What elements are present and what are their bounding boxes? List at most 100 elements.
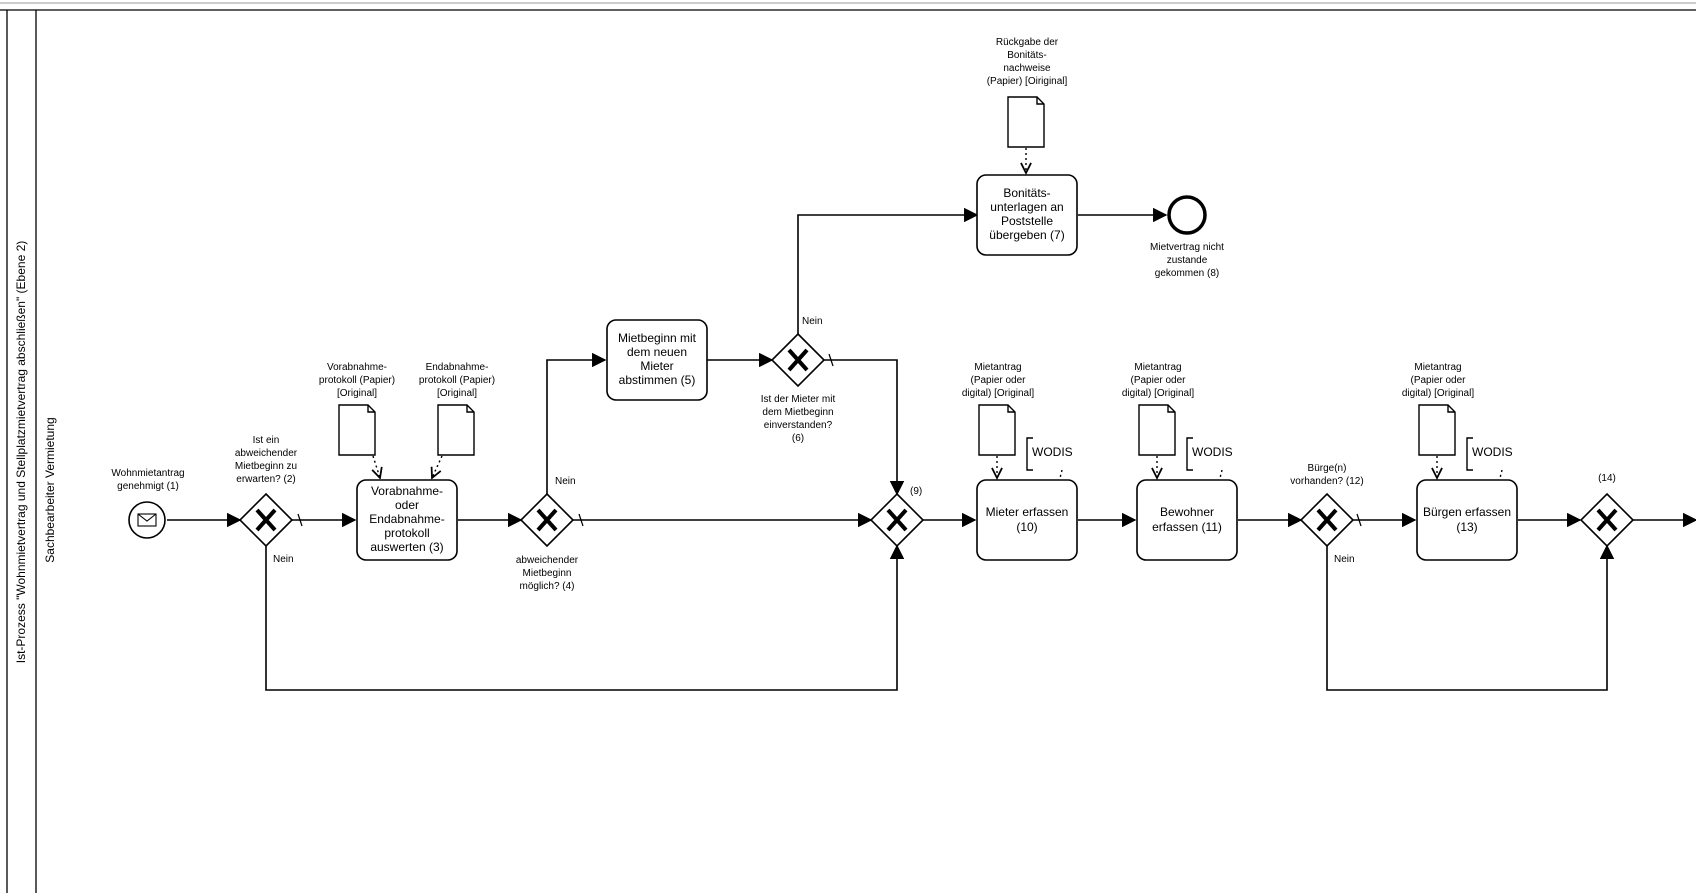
svg-text:Endabnahme-: Endabnahme- bbox=[369, 512, 444, 526]
svg-text:zustande: zustande bbox=[1167, 255, 1208, 266]
svg-text:Wohnmietantrag: Wohnmietantrag bbox=[111, 468, 184, 479]
svg-text:Mieter erfassen: Mieter erfassen bbox=[986, 505, 1069, 519]
svg-text:Ist ein: Ist ein bbox=[253, 435, 280, 446]
sequence-flows bbox=[167, 207, 1696, 691]
svg-text:Bewohner: Bewohner bbox=[1160, 505, 1214, 519]
svg-text:Endabnahme-: Endabnahme- bbox=[426, 362, 489, 373]
exclusive-x-icon bbox=[787, 348, 809, 372]
svg-text:Vorabnahme-: Vorabnahme- bbox=[371, 484, 443, 498]
svg-text:unterlagen an: unterlagen an bbox=[990, 200, 1063, 214]
task-7: Bonitäts- unterlagen an Poststelle überg… bbox=[976, 174, 1078, 256]
gateway-6: Ist der Mieter mit dem Mietbeginn einver… bbox=[761, 316, 836, 444]
svg-text:[Original]: [Original] bbox=[337, 388, 377, 399]
task-11: Bewohner erfassen (11) bbox=[1136, 479, 1238, 561]
exclusive-x-icon bbox=[536, 508, 558, 532]
gateway-12: Bürge(n) vorhanden? (12) Nein bbox=[1290, 463, 1363, 565]
svg-text:Nein: Nein bbox=[802, 316, 823, 327]
svg-text:Mietantrag: Mietantrag bbox=[1414, 362, 1461, 373]
svg-text:Vorabnahme-: Vorabnahme- bbox=[327, 362, 387, 373]
gateway-14: (14) bbox=[1579, 473, 1635, 548]
data-object-bonitaet: Rückgabe der Bonitäts- nachweise (Papier… bbox=[987, 37, 1068, 148]
task-3: Vorabnahme- oder Endabnahme- protokoll a… bbox=[356, 479, 458, 561]
svg-text:Mietbeginn zu: Mietbeginn zu bbox=[235, 461, 297, 472]
svg-text:gekommen (8): gekommen (8) bbox=[1155, 268, 1219, 279]
svg-text:genehmigt (1): genehmigt (1) bbox=[117, 481, 179, 492]
svg-text:Mietbeginn: Mietbeginn bbox=[523, 568, 572, 579]
document-icon bbox=[437, 404, 475, 456]
annotation-wodis-3: WODIS bbox=[1466, 437, 1513, 471]
svg-text:Mietvertrag nicht: Mietvertrag nicht bbox=[1150, 242, 1224, 253]
svg-text:WODIS: WODIS bbox=[1192, 445, 1233, 459]
svg-text:digital) [Original]: digital) [Original] bbox=[962, 388, 1034, 399]
svg-text:vorhanden? (12): vorhanden? (12) bbox=[1290, 476, 1363, 487]
svg-text:Nein: Nein bbox=[1334, 554, 1355, 565]
svg-text:digital) [Original]: digital) [Original] bbox=[1402, 388, 1474, 399]
gateway-2: Ist ein abweichender Mietbeginn zu erwar… bbox=[235, 435, 298, 565]
svg-text:(10): (10) bbox=[1016, 520, 1037, 534]
default-markers bbox=[297, 353, 1362, 527]
svg-text:(Papier) [Oiriginal]: (Papier) [Oiriginal] bbox=[987, 76, 1068, 87]
document-icon bbox=[978, 404, 1016, 456]
svg-text:(14): (14) bbox=[1598, 473, 1616, 484]
svg-text:Nein: Nein bbox=[273, 554, 294, 565]
data-object-mietantrag-1: Mietantrag (Papier oder digital) [Origin… bbox=[962, 362, 1034, 456]
gateway-4: abweichender Mietbeginn möglich? (4) Nei… bbox=[516, 476, 579, 592]
svg-text:abweichender: abweichender bbox=[235, 448, 298, 459]
lane-title: Sachbearbeiter Vermietung bbox=[43, 417, 57, 562]
exclusive-x-icon bbox=[255, 508, 277, 532]
gateway-9: (9) bbox=[869, 486, 925, 548]
svg-text:(Papier oder: (Papier oder bbox=[1130, 375, 1186, 386]
svg-text:Mietantrag: Mietantrag bbox=[1134, 362, 1181, 373]
svg-text:auswerten (3): auswerten (3) bbox=[370, 540, 443, 554]
document-icon bbox=[1007, 96, 1045, 148]
svg-text:übergeben (7): übergeben (7) bbox=[989, 228, 1064, 242]
svg-text:abweichender: abweichender bbox=[516, 555, 579, 566]
document-icon bbox=[1418, 404, 1456, 456]
svg-text:digital) [Original]: digital) [Original] bbox=[1122, 388, 1194, 399]
svg-text:WODIS: WODIS bbox=[1472, 445, 1513, 459]
svg-text:Mietbeginn mit: Mietbeginn mit bbox=[618, 331, 697, 345]
svg-text:Mietantrag: Mietantrag bbox=[974, 362, 1021, 373]
svg-text:oder: oder bbox=[395, 498, 419, 512]
svg-text:(9): (9) bbox=[910, 486, 922, 497]
svg-text:(13): (13) bbox=[1456, 520, 1477, 534]
task-13: Bürgen erfassen (13) bbox=[1416, 479, 1518, 561]
data-object-mietantrag-2: Mietantrag (Papier oder digital) [Origin… bbox=[1122, 362, 1194, 456]
data-object-endabnahme: Endabnahme- protokoll (Papier) [Original… bbox=[419, 362, 495, 456]
svg-text:möglich? (4): möglich? (4) bbox=[519, 581, 574, 592]
svg-text:protokoll: protokoll bbox=[384, 526, 429, 540]
annotation-wodis-2: WODIS bbox=[1186, 437, 1233, 471]
data-object-vorabnahme: Vorabnahme- protokoll (Papier) [Original… bbox=[319, 362, 395, 456]
svg-text:Mieter: Mieter bbox=[640, 359, 673, 373]
svg-text:Bürgen erfassen: Bürgen erfassen bbox=[1423, 505, 1511, 519]
svg-text:Rückgabe der: Rückgabe der bbox=[996, 37, 1059, 48]
end-event: Mietvertrag nicht zustande gekommen (8) bbox=[1150, 195, 1224, 279]
pool-title: Ist-Prozess "Wohnmietvertrag und Stellpl… bbox=[14, 241, 28, 663]
data-object-mietantrag-3: Mietantrag (Papier oder digital) [Origin… bbox=[1402, 362, 1474, 456]
exclusive-x-icon bbox=[1596, 508, 1618, 532]
exclusive-x-icon bbox=[886, 508, 908, 532]
svg-text:nachweise: nachweise bbox=[1003, 63, 1051, 74]
svg-text:Bürge(n): Bürge(n) bbox=[1308, 463, 1347, 474]
svg-text:Poststelle: Poststelle bbox=[1001, 214, 1053, 228]
svg-text:erfassen (11): erfassen (11) bbox=[1152, 520, 1222, 534]
svg-text:dem Mietbeginn: dem Mietbeginn bbox=[762, 407, 833, 418]
document-icon bbox=[338, 404, 376, 456]
exclusive-x-icon bbox=[1316, 508, 1338, 532]
svg-text:erwarten? (2): erwarten? (2) bbox=[236, 474, 295, 485]
svg-text:(Papier oder: (Papier oder bbox=[970, 375, 1026, 386]
task-5: Mietbeginn mit dem neuen Mieter abstimme… bbox=[606, 319, 708, 401]
svg-text:dem neuen: dem neuen bbox=[627, 345, 687, 359]
svg-text:Ist der Mieter mit: Ist der Mieter mit bbox=[761, 394, 836, 405]
svg-text:protokoll (Papier): protokoll (Papier) bbox=[419, 375, 495, 386]
document-icon bbox=[1138, 404, 1176, 456]
svg-text:Bonitäts-: Bonitäts- bbox=[1007, 50, 1046, 61]
task-10: Mieter erfassen (10) bbox=[976, 479, 1078, 561]
svg-text:Nein: Nein bbox=[555, 476, 576, 487]
svg-text:abstimmen (5): abstimmen (5) bbox=[619, 373, 696, 387]
svg-text:Bonitäts-: Bonitäts- bbox=[1003, 186, 1050, 200]
annotation-wodis-1: WODIS bbox=[1026, 437, 1073, 471]
svg-text:(6): (6) bbox=[792, 433, 804, 444]
svg-text:(Papier oder: (Papier oder bbox=[1410, 375, 1466, 386]
